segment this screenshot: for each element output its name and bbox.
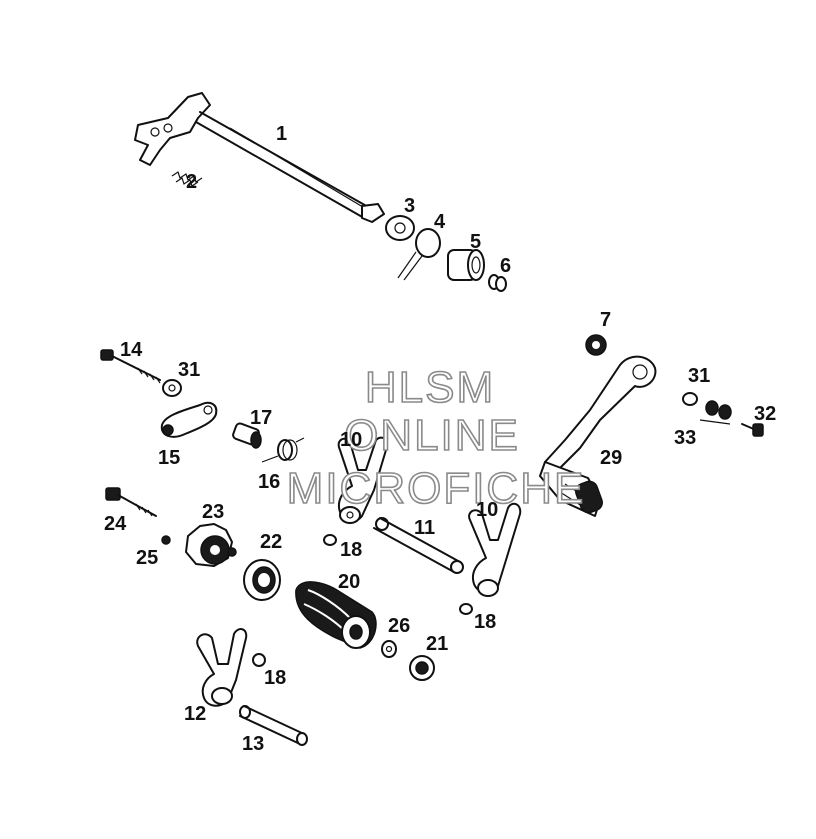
callout-25: 25	[136, 547, 158, 569]
callout-18-c: 18	[264, 667, 286, 689]
callout-18-a: 18	[340, 539, 362, 561]
watermark-line1: HLSM	[365, 363, 495, 412]
part-bearing-22	[243, 559, 281, 601]
part-shift-fork-12	[196, 628, 248, 707]
part-bolt-32	[741, 423, 764, 437]
watermark-line3: MICROFICHE	[287, 464, 586, 513]
watermark-line2: ONLINE	[344, 411, 520, 460]
callout-20: 20	[338, 571, 360, 593]
callout-10-right: 10	[476, 499, 498, 521]
callout-21: 21	[426, 633, 448, 655]
part-pin-18-c	[252, 653, 266, 667]
part-nut-25	[161, 535, 171, 545]
part-link-plate	[160, 401, 218, 438]
part-shift-fork-10-left	[337, 436, 388, 524]
part-nuts-33	[699, 400, 732, 425]
part-circlip	[397, 228, 441, 281]
callout-4: 4	[434, 211, 446, 233]
part-pin-18-b	[459, 603, 473, 615]
part-washer-26	[381, 640, 397, 658]
callout-32: 32	[754, 403, 776, 425]
part-shift-lever	[539, 355, 657, 517]
callout-2: 2	[186, 171, 197, 193]
callout-1: 1	[276, 123, 287, 145]
callout-10-left: 10	[340, 429, 362, 451]
part-washer-31-left	[162, 379, 182, 397]
part-bearing-21	[409, 655, 435, 681]
callout-18-b: 18	[474, 611, 496, 633]
callout-24: 24	[104, 513, 127, 535]
callout-26: 26	[388, 615, 410, 637]
part-shift-shaft	[134, 92, 385, 223]
callout-16: 16	[258, 471, 280, 493]
callout-7: 7	[600, 309, 611, 331]
part-pin-18-a	[323, 534, 337, 546]
part-spring	[171, 171, 203, 187]
part-torsion-spring	[261, 437, 305, 463]
part-washer-3	[385, 215, 415, 241]
part-bolt-14	[100, 349, 161, 384]
part-shift-cam	[185, 523, 237, 567]
callout-14: 14	[120, 339, 143, 361]
callout-15: 15	[158, 447, 180, 469]
callout-12: 12	[184, 703, 206, 725]
part-fork-rod-11	[373, 517, 464, 574]
part-shift-drum	[295, 581, 377, 649]
part-washer-31-right	[682, 392, 698, 406]
callout-3: 3	[404, 195, 415, 217]
callout-13: 13	[242, 733, 264, 755]
callout-17: 17	[250, 407, 272, 429]
part-shift-fork-10-right	[468, 502, 522, 597]
part-fork-rod-13	[239, 705, 308, 746]
callout-22: 22	[260, 531, 282, 553]
callout-29: 29	[600, 447, 622, 469]
callout-33: 33	[674, 427, 696, 449]
callout-31-left: 31	[178, 359, 200, 381]
part-bushing	[447, 249, 485, 281]
watermark: HLSM ONLINE MICROFICHE	[286, 362, 586, 514]
callout-11: 11	[414, 517, 435, 539]
part-seal-ring-7	[585, 334, 607, 356]
callout-6: 6	[500, 255, 511, 277]
part-bushing-17	[232, 422, 262, 449]
callout-31-right: 31	[688, 365, 710, 387]
part-o-rings	[488, 274, 507, 292]
callout-5: 5	[470, 231, 481, 253]
callout-labels: 1 2 3 4 5 6 7 14 31 31 32 33 17 10 15 29…	[104, 123, 776, 755]
callout-23: 23	[202, 501, 224, 523]
part-bolt-24	[105, 487, 157, 517]
